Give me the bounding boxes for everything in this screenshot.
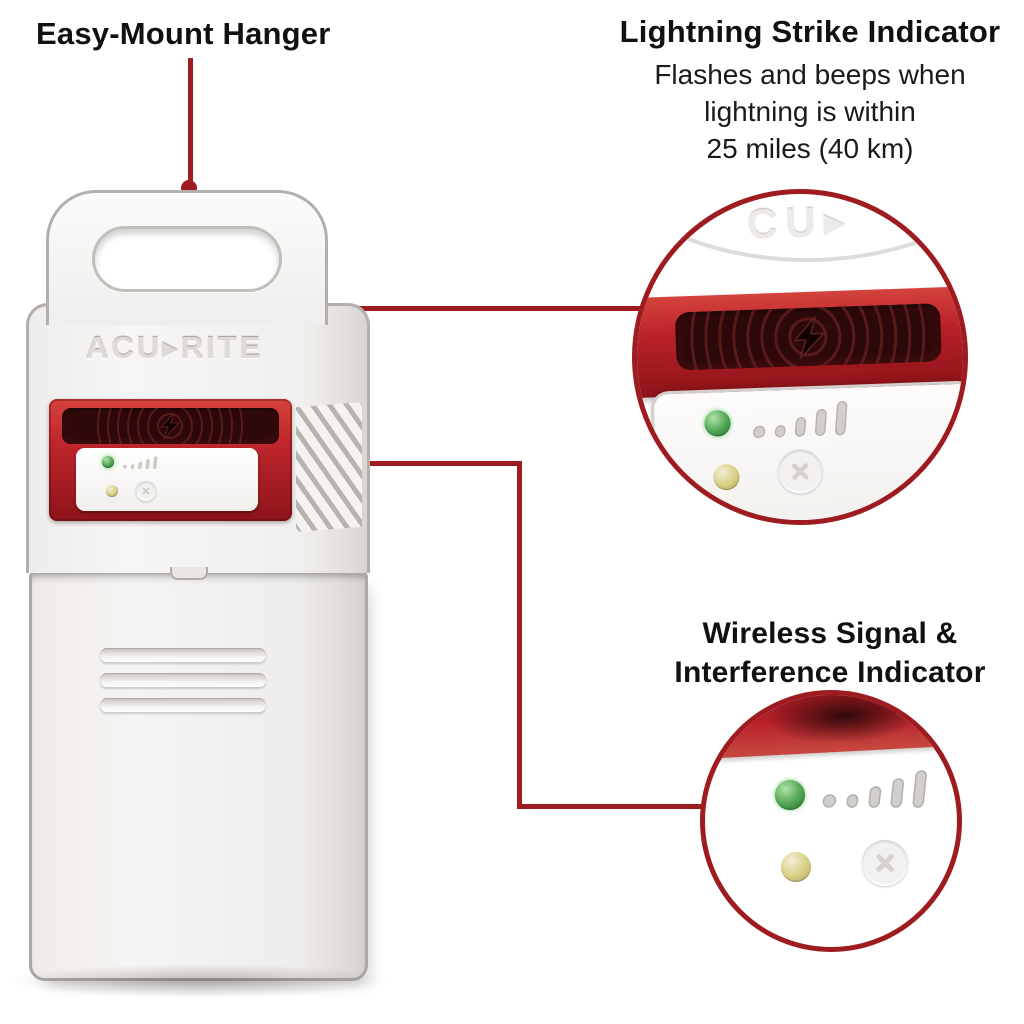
vent-slat xyxy=(100,698,266,712)
hanger-hole xyxy=(92,226,282,292)
zoomed-lightning-window xyxy=(674,303,942,371)
speaker-vents xyxy=(296,402,362,532)
description-line: lightning is within xyxy=(704,96,916,127)
signal-strength-icon xyxy=(122,456,158,469)
x-button-icon xyxy=(862,840,908,886)
signal-strength-icon xyxy=(822,770,927,808)
lightning-bolt-icon xyxy=(793,316,826,359)
title-line: Interference Indicator xyxy=(674,656,986,689)
vent-slat xyxy=(100,673,266,687)
callout-line-wireless-vertical xyxy=(517,461,522,809)
callout-line-wireless-horizontal-2 xyxy=(517,804,705,809)
description-line: Flashes and beeps when xyxy=(654,59,966,90)
lightning-indicator-zoom-circle: CU▸ xyxy=(632,189,968,525)
yellow-led-light xyxy=(106,485,118,497)
lightning-indicator-description: Flashes and beeps when lightning is with… xyxy=(596,56,1024,167)
zoomed-red-panel-edge xyxy=(705,695,957,760)
green-led-light xyxy=(704,409,731,437)
battery-cover-latch xyxy=(170,567,208,580)
drop-shadow xyxy=(6,964,394,998)
x-button-icon xyxy=(136,481,156,501)
battery-cover xyxy=(29,571,368,981)
lightning-indicator-panel xyxy=(49,399,292,521)
led-status-panel xyxy=(76,448,258,511)
vent-slat xyxy=(100,648,266,662)
title-line: Wireless Signal & xyxy=(702,617,958,650)
yellow-led-light xyxy=(781,852,811,882)
description-line: 25 miles (40 km) xyxy=(706,133,914,164)
easy-mount-hanger xyxy=(46,190,328,325)
green-led-light xyxy=(102,456,114,468)
callout-line-hanger xyxy=(188,58,193,188)
sound-wave-arcs-icon xyxy=(690,303,926,371)
zoomed-dark-window-blur xyxy=(763,695,927,748)
brand-logo-fragment: CU▸ xyxy=(746,197,854,248)
wireless-indicator-zoom-circle xyxy=(700,690,962,952)
zoomed-led-panel xyxy=(650,380,963,520)
device-edge-seam xyxy=(637,194,963,262)
x-button-icon xyxy=(777,448,824,495)
yellow-led-light xyxy=(712,463,740,491)
brand-logo: ACU▸RITE xyxy=(86,330,264,365)
lightning-indicator-title: Lightning Strike Indicator xyxy=(619,14,1001,49)
wireless-indicator-title: Wireless Signal & Interference Indicator xyxy=(640,614,1020,692)
lightning-bolt-icon xyxy=(159,412,181,440)
signal-strength-icon xyxy=(753,400,848,439)
callout-line-lightning-horizontal xyxy=(168,306,640,311)
sound-wave-arcs-icon xyxy=(97,408,243,444)
easy-mount-hanger-label: Easy-Mount Hanger xyxy=(36,16,331,51)
green-led-light xyxy=(775,780,805,810)
zoomed-red-panel xyxy=(637,285,963,399)
lightning-indicator-window xyxy=(62,408,279,444)
